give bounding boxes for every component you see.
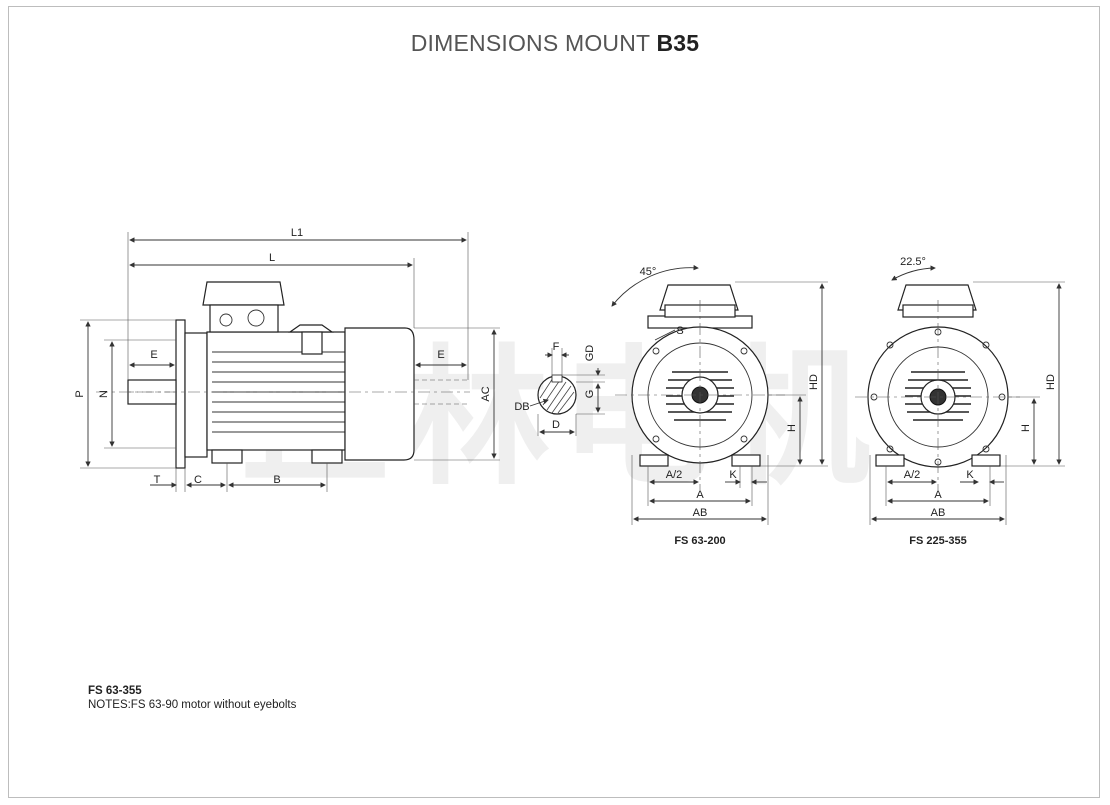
dim-label-E-rear: E xyxy=(437,349,444,361)
dim-label-K-small: K xyxy=(729,469,737,481)
eyebolt xyxy=(301,331,323,355)
eyebolt-base xyxy=(288,324,334,333)
dim-label-B: B xyxy=(273,474,280,486)
dim-label-HD-large: HD xyxy=(1045,374,1057,390)
dim-label-AB-large: AB xyxy=(931,507,946,519)
notes-block: FS 63-355 NOTES:FS 63-90 motor without e… xyxy=(88,684,296,712)
bolt-holes-small xyxy=(652,347,748,443)
page-title: DIMENSIONS MOUNT B35 xyxy=(0,30,1110,57)
front-view-large xyxy=(855,284,1020,490)
title-bold: B35 xyxy=(656,30,700,56)
foot-rear xyxy=(311,449,343,464)
foot-left-small xyxy=(639,454,669,467)
fan-cover xyxy=(344,327,415,461)
dim-label-S-small: S xyxy=(676,325,683,337)
cooling-fins xyxy=(212,351,345,433)
dim-label-DB: DB xyxy=(514,401,529,413)
terminal-box-large xyxy=(897,284,977,311)
dim-label-A-large: A xyxy=(934,489,942,501)
cable-gland-left xyxy=(219,313,233,327)
dim-label-N: N xyxy=(98,390,110,398)
dim-label-T: T xyxy=(154,474,161,486)
dim-label-A-half-small: A/2 xyxy=(666,469,683,481)
front-small-dimensions: 45° S HD H A/2 K A AB FS 63-200 xyxy=(611,264,828,547)
foot-left-large xyxy=(875,454,905,467)
dim-label-P: P xyxy=(74,390,86,397)
notes-text: NOTES:FS 63-90 motor without eyebolts xyxy=(88,699,297,711)
dim-label-A-half-large: A/2 xyxy=(904,469,921,481)
caption-front-small: FS 63-200 xyxy=(674,535,725,547)
drawing-frame xyxy=(8,6,1100,798)
caption-front-large: FS 225-355 xyxy=(909,535,966,547)
shaft-section: F GD G DB D xyxy=(514,341,605,436)
key xyxy=(551,374,563,383)
dim-label-L: L xyxy=(269,252,275,264)
foot-right-small xyxy=(731,454,761,467)
terminal-box-lid xyxy=(202,281,285,306)
front-shield xyxy=(184,332,208,458)
foot-right-large xyxy=(971,454,1001,467)
notes-fs-range: FS 63-355 xyxy=(88,685,142,697)
terminal-box xyxy=(209,304,279,333)
bolt-holes-large xyxy=(870,328,1006,466)
flange-plate xyxy=(175,319,186,469)
dim-label-L1: L1 xyxy=(291,227,303,239)
dim-label-AC: AC xyxy=(480,386,492,401)
cable-gland-right xyxy=(247,309,265,327)
dim-label-HD-small: HD xyxy=(808,374,820,390)
angle-label-45: 45° xyxy=(640,266,657,278)
front-large-dimensions: 22.5° HD H A/2 K A AB FS 225-355 xyxy=(869,256,1065,547)
dim-label-A-small: A xyxy=(696,489,704,501)
dim-label-E-front: E xyxy=(150,349,157,361)
dim-label-H-large: H xyxy=(1020,424,1032,432)
dim-label-AB-small: AB xyxy=(693,507,708,519)
title-main: DIMENSIONS MOUNT xyxy=(410,30,650,56)
angle-label-22: 22.5° xyxy=(900,256,926,268)
dim-label-F: F xyxy=(553,341,560,353)
dim-label-H-small: H xyxy=(786,424,798,432)
dim-label-D: D xyxy=(552,419,560,431)
dim-label-G: G xyxy=(584,390,596,399)
foot-front xyxy=(211,449,243,464)
dim-label-K-large: K xyxy=(966,469,974,481)
side-view xyxy=(96,281,470,469)
dim-label-GD: GD xyxy=(584,345,596,362)
side-dimensions: L1 L E E P N T C B AC xyxy=(74,227,500,492)
dim-label-C: C xyxy=(194,474,202,486)
front-view-small xyxy=(615,284,785,490)
